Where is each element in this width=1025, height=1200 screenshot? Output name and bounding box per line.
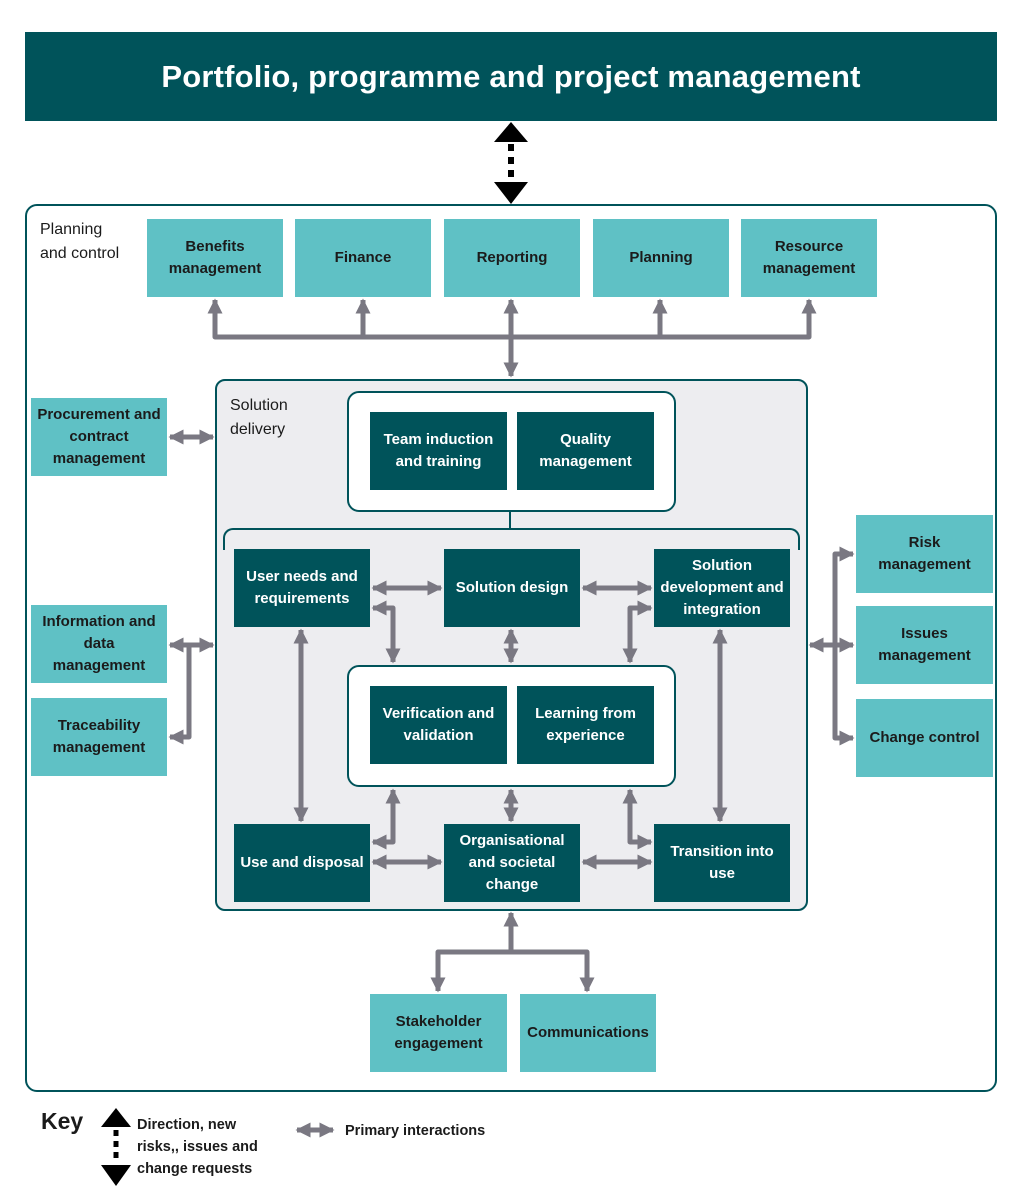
issues-management-box: Issues management xyxy=(856,606,993,684)
delivery-bracket xyxy=(223,528,800,550)
transition-into-use-box: Transition into use xyxy=(654,824,790,902)
communications-box: Communications xyxy=(520,994,656,1072)
key-title: Key xyxy=(41,1108,84,1134)
solution-design-box: Solution design xyxy=(444,549,580,627)
solution-delivery-label: Solution delivery xyxy=(230,397,288,438)
planning-box: Planning xyxy=(593,219,729,297)
key-direction-arrow xyxy=(101,1108,131,1186)
planning-control-label: Planning and control xyxy=(40,221,120,262)
page-title: Portfolio, programme and project managem… xyxy=(25,32,997,121)
traceability-box: Traceability management xyxy=(31,698,167,776)
information-data-box: Information and data management xyxy=(31,605,167,683)
user-needs-box: User needs and requirements xyxy=(234,549,370,627)
direction-arrow xyxy=(494,122,528,204)
risk-management-box: Risk management xyxy=(856,515,993,593)
key-primary-label: Primary interactions xyxy=(345,1123,486,1139)
change-control-box: Change control xyxy=(856,699,993,777)
verification-validation-box: Verification and validation xyxy=(370,686,507,764)
team-induction-box: Team induction and training xyxy=(370,412,507,490)
learning-experience-box: Learning from experience xyxy=(517,686,654,764)
key-direction-label: Direction, new risks,, issues and change… xyxy=(137,1117,258,1177)
solution-development-box: Solution development and integration xyxy=(654,549,790,627)
organisational-change-box: Organisational and societal change xyxy=(444,824,580,902)
quality-management-box: Quality management xyxy=(517,412,654,490)
resource-management-box: Resource management xyxy=(741,219,877,297)
use-disposal-box: Use and disposal xyxy=(234,824,370,902)
bracket-connector xyxy=(509,512,511,529)
benefits-management-box: Benefits management xyxy=(147,219,283,297)
procurement-box: Procurement and contract management xyxy=(31,398,167,476)
stakeholder-engagement-box: Stakeholder engagement xyxy=(370,994,507,1072)
reporting-box: Reporting xyxy=(444,219,580,297)
finance-box: Finance xyxy=(295,219,431,297)
